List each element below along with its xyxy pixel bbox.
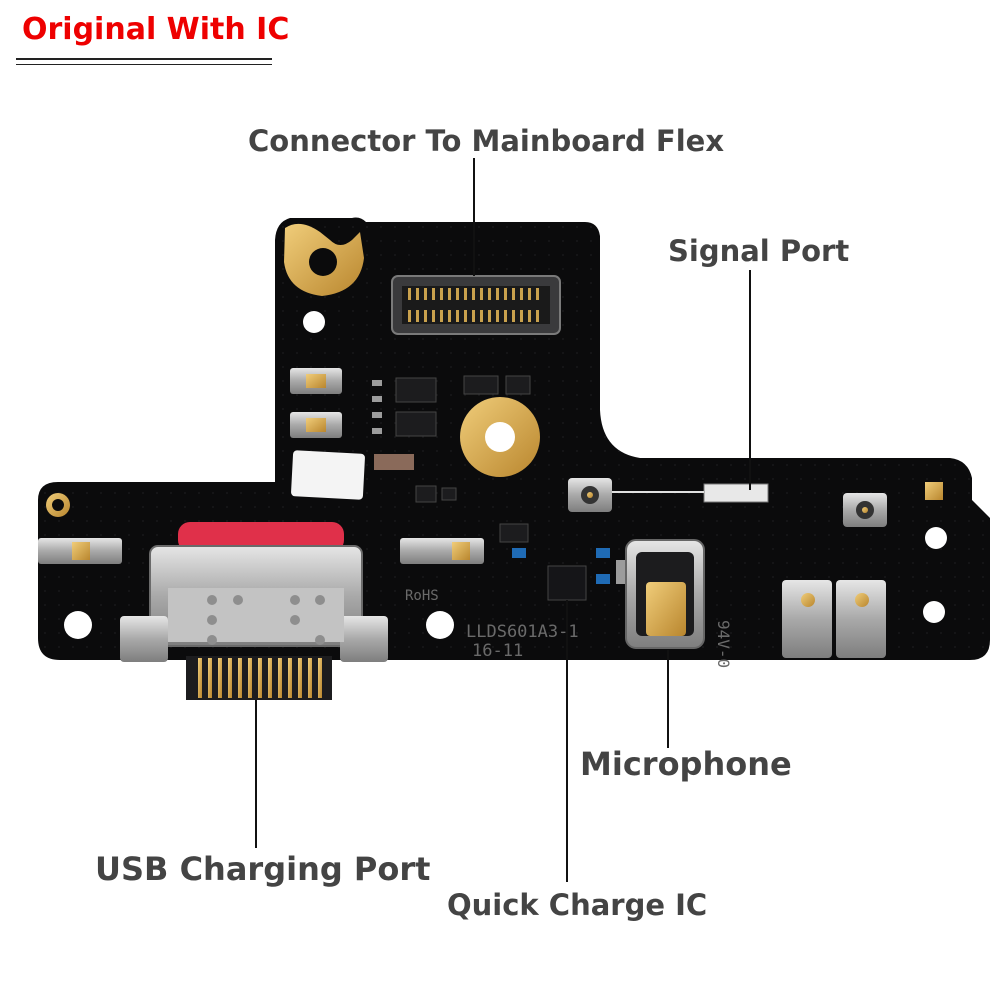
quick-charge-ic-illustration (499, 523, 628, 601)
mount-hole (426, 611, 454, 639)
signal-port-coax (568, 478, 887, 527)
silkscreen-date-code: 16-11 (472, 641, 523, 661)
original-with-ic-badge: Original With IC (22, 12, 290, 47)
label-connector-to-mainboard-flex: Connector To Mainboard Flex (248, 124, 725, 158)
usb-c-port-illustration (120, 522, 388, 700)
silkscreen-part-code: LLDS601A3-1 (466, 622, 579, 642)
badge-underline-secondary (16, 64, 272, 65)
contact-clips (38, 538, 484, 564)
badge-underline (16, 58, 272, 60)
label-usb-charging-port: USB Charging Port (95, 850, 431, 888)
board-to-board-connector (391, 275, 561, 335)
label-microphone: Microphone (580, 745, 792, 783)
antenna-springs (782, 580, 886, 658)
microphone-illustration (625, 539, 705, 649)
mount-hole (64, 611, 92, 639)
side-pads (290, 368, 342, 438)
mount-hole (303, 311, 325, 333)
silkscreen-rohs: RoHS (405, 588, 439, 604)
silkscreen-rating: 94V-0 (714, 620, 733, 668)
foam-pad (291, 450, 365, 500)
label-quick-charge-ic: Quick Charge IC (447, 888, 708, 922)
label-signal-port: Signal Port (668, 234, 850, 268)
mount-hole (925, 527, 947, 549)
mount-hole (923, 601, 945, 623)
callout-leaders (255, 158, 751, 882)
